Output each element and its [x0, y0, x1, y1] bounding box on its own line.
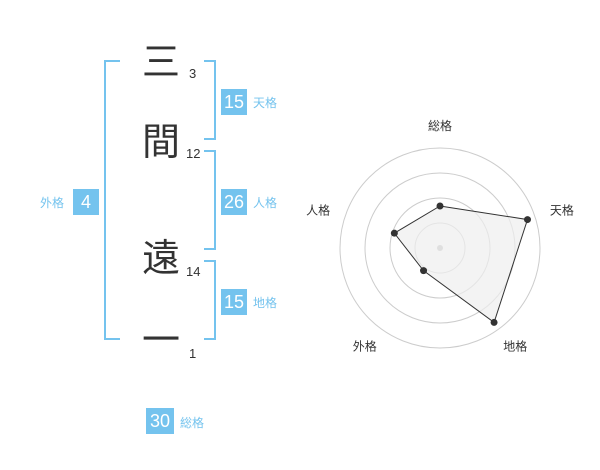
- stroke-count-3: 14: [186, 264, 201, 279]
- stroke-count-4: 1: [189, 346, 197, 361]
- radar-shape: [393, 205, 529, 324]
- radar-point-3: [490, 318, 498, 326]
- stroke-count-1: 3: [189, 66, 197, 81]
- name-char-1: 三: [141, 40, 180, 84]
- jinkaku-value: 26: [221, 189, 247, 215]
- radar-ring: [339, 147, 541, 349]
- tenkaku-bracket: [204, 60, 216, 140]
- gaikaku-label: 外格: [40, 196, 65, 210]
- radar-point-4: [420, 267, 428, 275]
- radar-point-1: [436, 202, 444, 210]
- name-char-4: 一: [141, 318, 180, 362]
- radar-axis-label-2: 天格: [550, 202, 574, 217]
- stroke-count-2: 12: [186, 146, 201, 161]
- jinkaku-bracket: [204, 150, 216, 250]
- name-char-2: 間: [141, 120, 180, 164]
- name-char-3: 遠: [141, 236, 180, 280]
- radar-axis-label-3: 地格: [503, 339, 527, 354]
- jinkaku-label: 人格: [253, 196, 278, 210]
- radar-points: [390, 202, 531, 326]
- radar-point-2: [523, 216, 531, 224]
- chikaku-bracket: [204, 260, 216, 340]
- tenkaku-label: 天格: [253, 96, 278, 110]
- chikaku-value: 15: [221, 289, 247, 315]
- radar-point-5: [390, 229, 398, 237]
- gaikaku-value: 4: [73, 189, 99, 215]
- radar-axis-label-1: 総格: [428, 118, 452, 133]
- soukaku-label: 総格: [180, 416, 205, 430]
- soukaku-value: 30: [146, 408, 174, 434]
- gaikaku-bracket: [104, 60, 120, 340]
- radar-axis-label-4: 外格: [353, 339, 377, 354]
- tenkaku-value: 15: [221, 89, 247, 115]
- radar-axis-label-5: 人格: [306, 202, 330, 217]
- chikaku-label: 地格: [253, 296, 278, 310]
- radar-polygon: [393, 205, 529, 324]
